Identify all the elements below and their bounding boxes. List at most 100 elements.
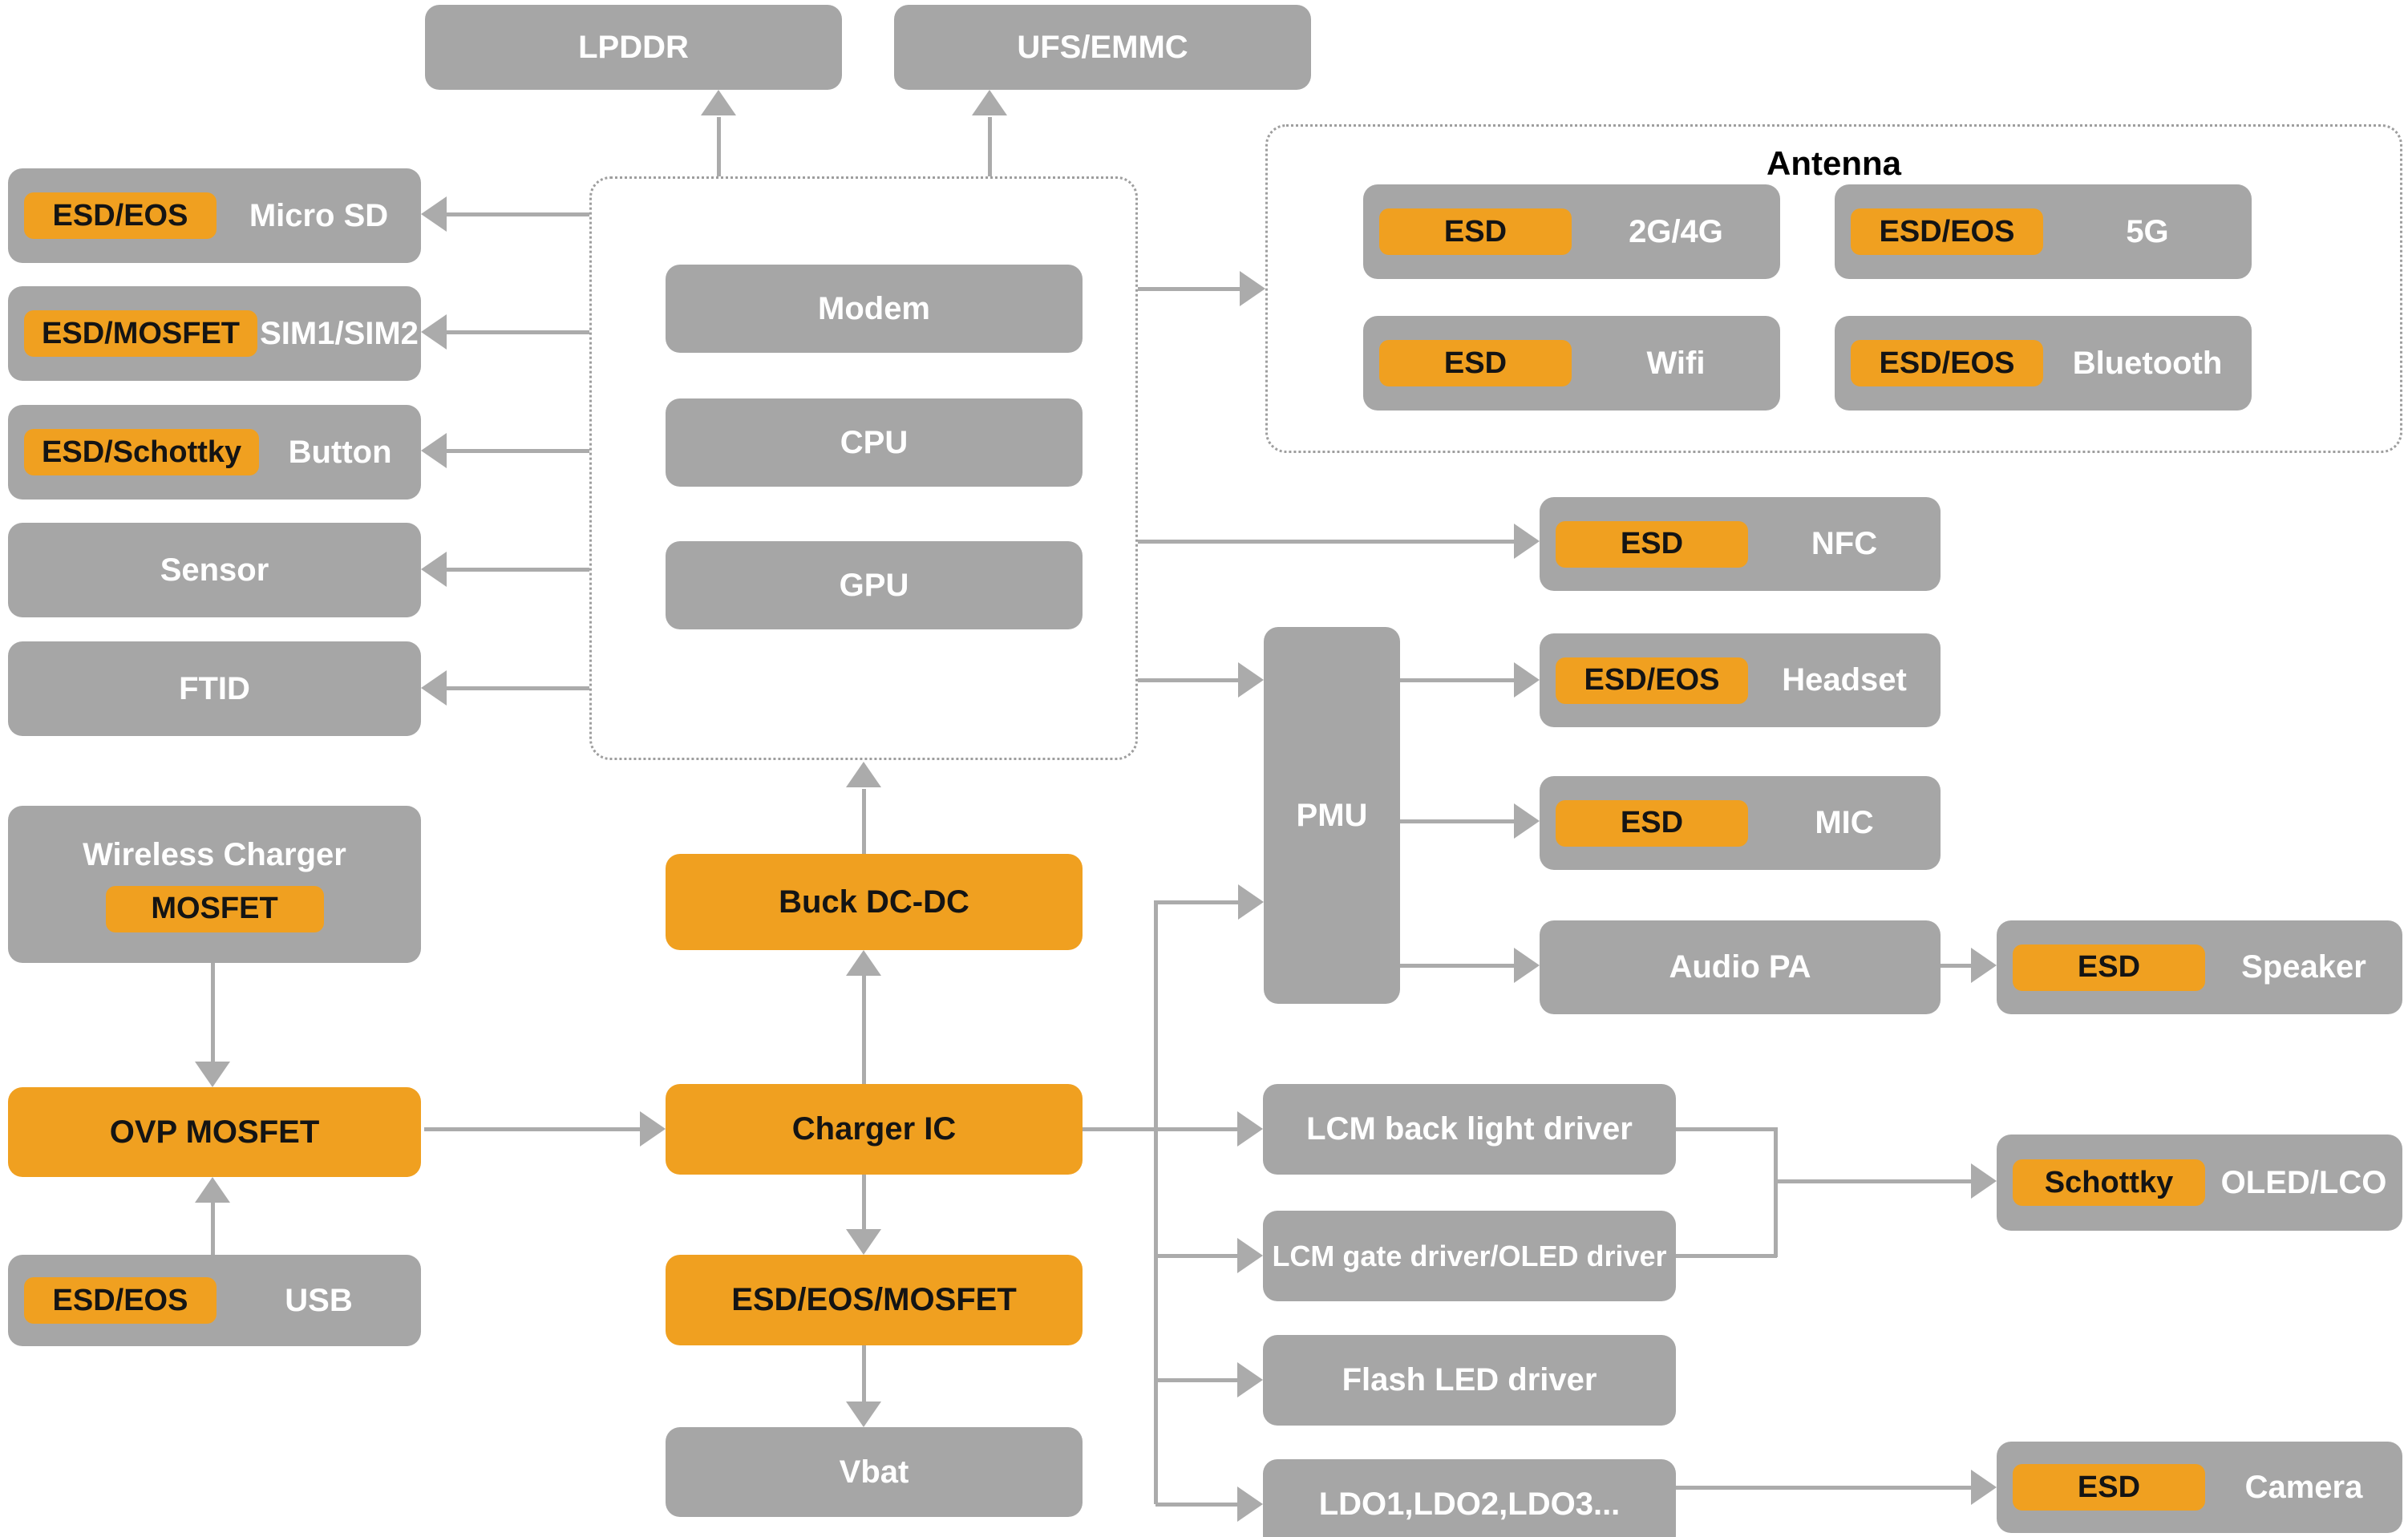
node-ldo-label: LDO1,LDO2,LDO3... (1318, 1486, 1621, 1522)
node-ftid: FTID (8, 641, 421, 736)
connector-buck-to-soc-arrowhead (846, 762, 881, 787)
node-5g-badge: ESD/EOS (1851, 208, 2043, 255)
connector-ovp-to-charger-arrowhead (640, 1111, 666, 1147)
node-ufs-emmc: UFS/EMMC (894, 5, 1311, 90)
connector-esdeosmosfet-to-vbat-line (862, 1345, 866, 1402)
node-usb: ESD/EOS USB (8, 1255, 421, 1346)
connector-pmu-to-headset-arrowhead (1514, 662, 1540, 698)
node-wireless-charger: Wireless Charger MOSFET (8, 806, 421, 963)
node-nfc-badge: ESD (1556, 520, 1748, 568)
node-mic-badge: ESD (1556, 799, 1748, 847)
node-buck-dcdc-label: Buck DC-DC (779, 884, 969, 920)
connector-pmu-to-audiopa-line (1400, 964, 1514, 968)
connector-soc-to-antenna-line (1138, 287, 1240, 291)
connector-soc-to-antenna-arrowhead (1240, 271, 1265, 306)
node-button-badge: ESD/Schottky (24, 429, 260, 475)
node-wifi-badge: ESD (1379, 340, 1572, 386)
connector-soc-to-ufs-arrowhead (972, 90, 1007, 115)
connector-charger-to-backlight-arrowhead (1237, 1111, 1263, 1147)
connector-wirelesscharger-to-ovp-line (211, 963, 215, 1062)
connector-pmu-to-mic-arrowhead (1514, 803, 1540, 839)
connector-audiopa-to-speaker-line (1941, 964, 1971, 968)
connector-trunk-to-pmu-line (1155, 900, 1238, 904)
node-5g: ESD/EOS 5G (1835, 184, 2252, 279)
node-bluetooth-badge: ESD/EOS (1851, 340, 2043, 386)
node-modem-label: Modem (818, 290, 930, 326)
node-sensor: Sensor (8, 523, 421, 617)
node-2g4g: ESD 2G/4G (1363, 184, 1780, 279)
connector-charger-to-esdeosmosfet-line (862, 1175, 866, 1229)
node-speaker-badge: ESD (2013, 944, 2205, 991)
node-ovp-mosfet: OVP MOSFET (8, 1087, 421, 1177)
connector-soc-to-nfc-line (1138, 540, 1514, 544)
connector-ldo-to-camera-arrowhead (1971, 1470, 1997, 1505)
node-esd-eos-mosfet-label: ESD/EOS/MOSFET (731, 1282, 1017, 1317)
node-vbat: Vbat (666, 1427, 1083, 1517)
connector-backlight-to-join-line (1676, 1127, 1777, 1131)
node-lcm-gate-oled-driver: LCM gate driver/OLED driver (1263, 1211, 1676, 1301)
connector-soc-to-nfc-arrowhead (1514, 524, 1540, 559)
node-headset-label: Headset (1782, 662, 1907, 698)
node-usb-badge: ESD/EOS (24, 1277, 217, 1324)
connector-soc-to-button-arrowhead (421, 433, 447, 468)
antenna-group-box: Antenna (1265, 124, 2402, 453)
node-cpu-label: CPU (840, 424, 909, 460)
node-wifi-label: Wifi (1646, 345, 1706, 381)
connector-soc-to-pmu-line (1138, 678, 1238, 682)
node-speaker: ESD Speaker (1997, 920, 2402, 1014)
connector-soc-to-sensor-arrowhead (421, 552, 447, 587)
node-sensor-label: Sensor (160, 552, 269, 588)
node-pmu: PMU (1264, 627, 1400, 1004)
connector-lcmgate-to-join-line (1676, 1254, 1777, 1258)
node-audio-pa: Audio PA (1540, 920, 1941, 1014)
connector-join-to-oled-line (1775, 1179, 1971, 1183)
connector-soc-to-sensor-line (447, 568, 589, 572)
node-usb-label: USB (285, 1282, 353, 1318)
node-oled-lco-badge: Schottky (2013, 1159, 2205, 1206)
node-nfc: ESD NFC (1540, 497, 1941, 591)
connector-soc-to-ftid-line (447, 686, 589, 690)
node-speaker-label: Speaker (2241, 949, 2366, 985)
node-mic-label: MIC (1815, 805, 1874, 840)
connector-pmu-to-headset-line (1400, 678, 1514, 682)
node-lcm-backlight-driver: LCM back light driver (1263, 1084, 1676, 1175)
node-charger-ic: Charger IC (666, 1084, 1083, 1175)
node-gpu: GPU (666, 541, 1083, 629)
node-sim1-sim2-label: SIM1/SIM2 (260, 315, 419, 351)
node-button: ESD/Schottky Button (8, 405, 421, 500)
node-cpu: CPU (666, 398, 1083, 487)
node-ufs-emmc-label: UFS/EMMC (1017, 29, 1188, 65)
node-headset-badge: ESD/EOS (1556, 657, 1748, 704)
connector-charger-to-esdeosmosfet-arrowhead (846, 1229, 881, 1255)
node-camera-label: Camera (2244, 1469, 2363, 1505)
connector-soc-to-lpddr-arrowhead (701, 90, 736, 115)
connector-trunk-to-lcmgate-line (1155, 1254, 1237, 1258)
connector-trunk-to-pmu-arrowhead (1238, 884, 1264, 920)
node-flash-led-driver: Flash LED driver (1263, 1335, 1676, 1426)
connector-trunk-to-ldo-line (1155, 1503, 1237, 1507)
connector-soc-to-sim-arrowhead (421, 314, 447, 350)
node-mic: ESD MIC (1540, 776, 1941, 870)
node-pmu-label: PMU (1296, 797, 1368, 833)
node-button-label: Button (288, 434, 392, 470)
node-charger-ic-label: Charger IC (791, 1111, 957, 1147)
connector-charger-to-backlight-line (1083, 1127, 1237, 1131)
node-oled-lco: Schottky OLED/LCO (1997, 1135, 2402, 1231)
node-wifi: ESD Wifi (1363, 316, 1780, 411)
node-buck-dcdc: Buck DC-DC (666, 854, 1083, 950)
connector-trunk-to-flashled-line (1155, 1378, 1237, 1382)
node-sim1-sim2-badge: ESD/MOSFET (24, 310, 258, 357)
node-camera-badge: ESD (2013, 1464, 2205, 1511)
connector-trunk-to-ldo-arrowhead (1237, 1486, 1263, 1522)
connector-trunk-to-flashled-arrowhead (1237, 1362, 1263, 1397)
connector-soc-to-microsd-line (447, 212, 589, 216)
node-bluetooth: ESD/EOS Bluetooth (1835, 316, 2252, 411)
connector-distribution-trunk-line (1154, 900, 1158, 1504)
node-5g-label: 5G (2126, 213, 2169, 249)
node-micro-sd: ESD/EOS Micro SD (8, 168, 421, 263)
connector-soc-to-microsd-arrowhead (421, 196, 447, 232)
connector-ovp-to-charger-line (424, 1127, 640, 1131)
connector-soc-to-sim-line (447, 330, 589, 334)
node-headset: ESD/EOS Headset (1540, 633, 1941, 727)
